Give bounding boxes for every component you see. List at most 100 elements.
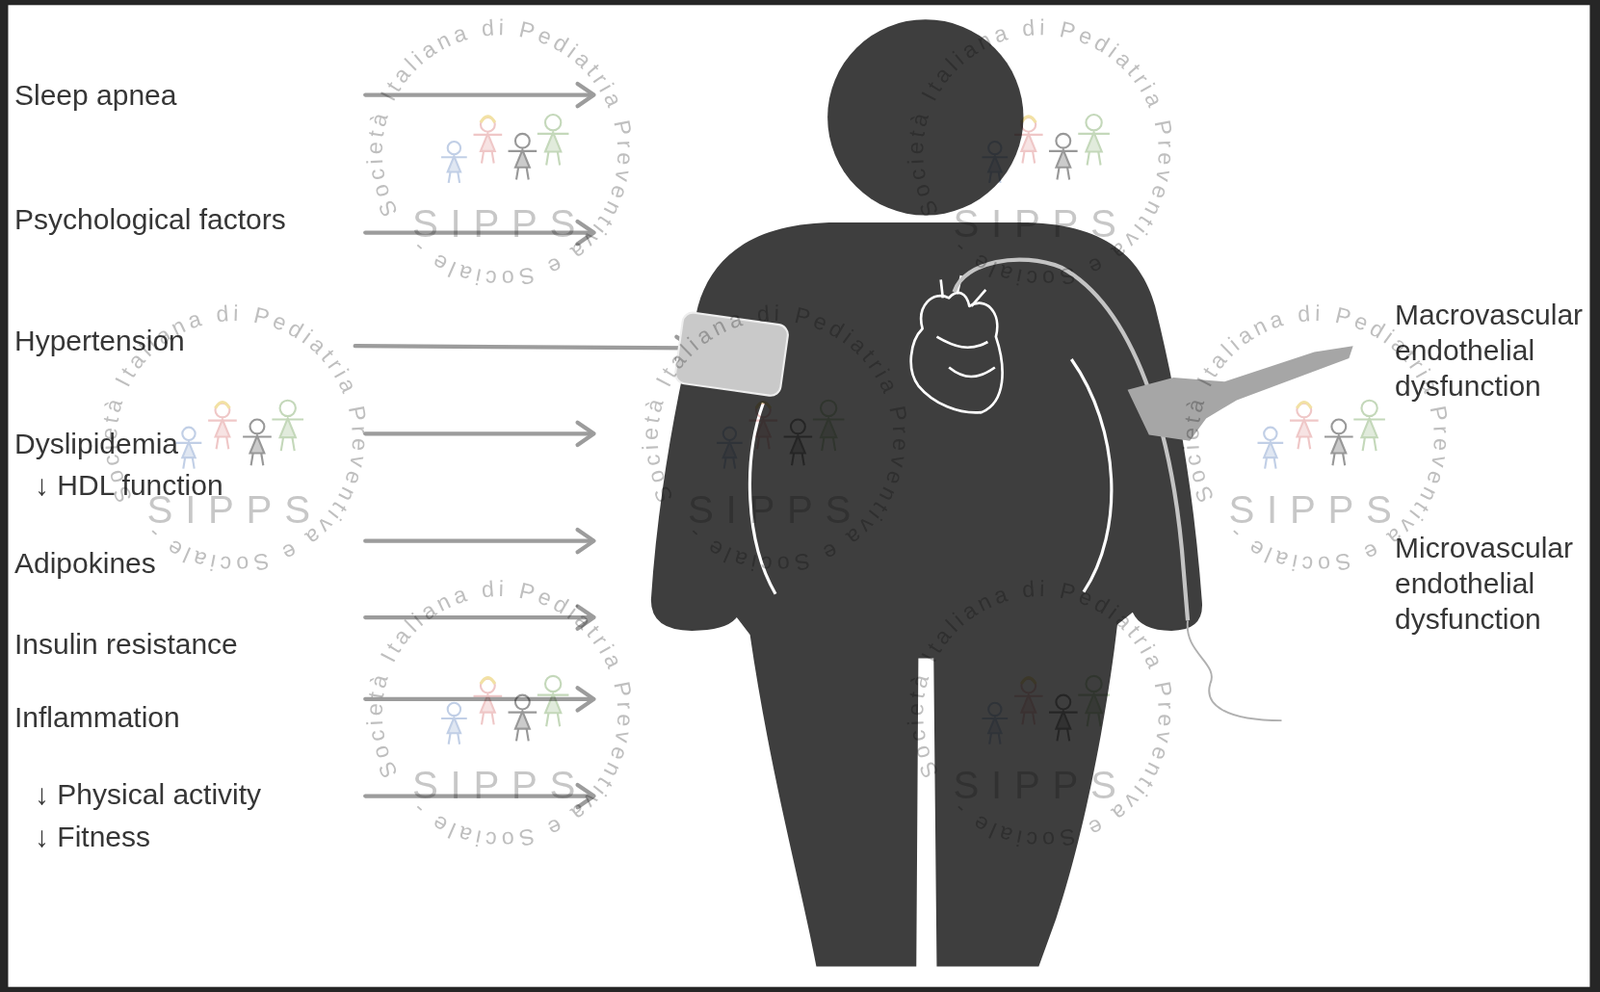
kid-body <box>988 717 1001 734</box>
kid-head <box>820 400 837 417</box>
kid-limbs <box>1077 695 1110 728</box>
risk-factor-label: ↓ HDL function <box>34 467 224 503</box>
kid-limbs <box>981 718 1008 745</box>
factor-arrow <box>365 230 593 235</box>
kid-body <box>480 695 496 713</box>
kid-body <box>545 693 561 713</box>
kid-limbs <box>1257 443 1284 470</box>
kid-body <box>820 418 837 438</box>
kid-head <box>250 419 265 435</box>
factor-arrow <box>365 793 593 798</box>
kid-limbs <box>537 133 570 166</box>
watermark-acronym: SIPPS <box>687 488 864 532</box>
kid-limbs <box>176 443 203 470</box>
kid-body <box>515 150 530 168</box>
kid-head <box>1055 695 1071 710</box>
kid-limbs <box>1289 420 1319 450</box>
arrow-head <box>577 529 595 552</box>
kid-limbs <box>508 151 538 181</box>
kid-limbs <box>1077 133 1110 166</box>
kid-head <box>215 403 231 419</box>
kid-head <box>1085 114 1102 131</box>
risk-factor-label: Inflammation <box>14 699 181 735</box>
risk-factor-label: Hypertension <box>14 322 185 359</box>
kid-body <box>790 435 806 453</box>
watermark-logo: Società Italiana di Pediatria Preventiva… <box>362 576 639 854</box>
kid-head <box>1296 403 1312 419</box>
watermark-acronym: SIPPS <box>412 202 588 246</box>
risk-factor-label: ↓ Fitness <box>34 818 151 855</box>
watermark-logo: Società Italiana di Pediatria Preventiva… <box>902 14 1180 292</box>
watermark-acronym: SIPPS <box>952 763 1128 808</box>
factor-arrow <box>365 615 593 620</box>
kid-limbs <box>1049 151 1078 181</box>
arrow-head <box>577 605 595 629</box>
arrow-head <box>577 422 595 446</box>
factor-arrow <box>365 431 593 436</box>
risk-factor-label: Psychological factors <box>14 201 287 237</box>
kid-head <box>1021 117 1036 132</box>
watermark-ring-text: Società Italiana di Pediatria Preventiva… <box>637 300 915 578</box>
kid-body <box>1263 442 1277 458</box>
kid-limbs <box>473 696 503 726</box>
kid-body <box>1296 419 1312 438</box>
kid-head <box>182 427 195 441</box>
watermark-ring-text: Società Italiana di Pediatria Preventiva… <box>902 576 1180 854</box>
arm-outline <box>1071 359 1112 593</box>
factor-arrow <box>355 345 693 348</box>
kid-body <box>988 156 1001 172</box>
watermark-ring-text: Società Italiana di Pediatria Preventiva… <box>362 576 639 854</box>
kid-body <box>280 418 296 438</box>
kid-body <box>545 132 561 153</box>
kid-body <box>480 133 496 152</box>
factor-arrow <box>365 697 593 702</box>
kid-head <box>756 403 771 419</box>
kid-head <box>447 141 461 155</box>
arrow-head <box>577 221 595 244</box>
ultrasound-probe <box>1127 345 1354 442</box>
silhouette-body <box>651 222 1203 968</box>
kid-head <box>480 117 496 132</box>
kid-body <box>515 711 530 730</box>
kid-limbs <box>716 443 743 470</box>
kid-head <box>447 703 461 716</box>
kid-head <box>790 419 806 435</box>
kid-hair <box>215 402 231 409</box>
kid-head <box>1085 676 1102 692</box>
kid-head <box>1055 133 1071 149</box>
kid-head <box>480 679 496 694</box>
silhouette-head <box>827 19 1023 215</box>
watermark-ring-text: Società Italiana di Pediatria Preventiva… <box>362 14 639 292</box>
kid-body <box>1085 693 1102 713</box>
arm-outline <box>749 403 776 595</box>
kid-limbs <box>208 420 237 450</box>
kid-body <box>1021 133 1036 152</box>
watermark-ring-text: Società Italiana di Pediatria Preventiva… <box>902 14 1180 292</box>
risk-factor-label: Dyslipidemia <box>14 425 179 462</box>
kid-hair <box>756 402 771 409</box>
kid-limbs <box>242 437 272 467</box>
kid-limbs <box>1353 419 1386 452</box>
risk-factor-label: Sleep apnea <box>14 77 178 113</box>
arrow-head <box>577 83 595 106</box>
kid-body <box>250 435 265 453</box>
factor-arrow <box>365 92 593 97</box>
kid-limbs <box>1014 134 1044 164</box>
risk-factor-label: Adipokines <box>14 545 157 581</box>
kid-hair <box>480 678 496 684</box>
kid-head <box>988 703 1001 716</box>
kid-limbs <box>441 718 468 745</box>
kid-head <box>515 695 530 710</box>
catheter-line <box>1187 620 1283 721</box>
kid-limbs <box>537 695 570 728</box>
kid-body <box>1055 711 1071 730</box>
kid-limbs <box>981 157 1008 184</box>
blood-pressure-cuff <box>674 311 789 397</box>
kid-limbs <box>749 420 779 450</box>
kid-head <box>723 427 736 441</box>
risk-factor-label: ↓ Physical activity <box>34 776 262 813</box>
kid-limbs <box>441 157 468 184</box>
kid-body <box>447 717 461 734</box>
